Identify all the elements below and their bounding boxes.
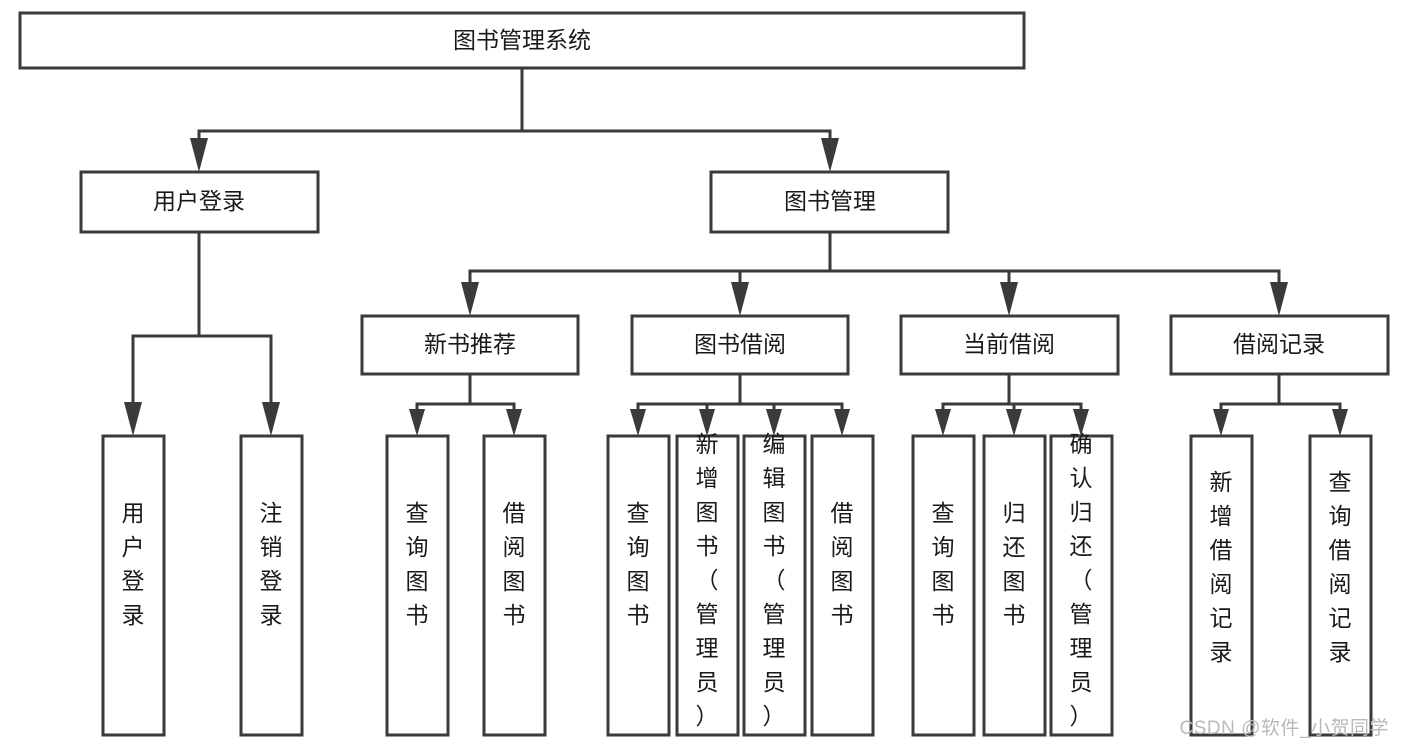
- node-leaf-query-book-2-box[interactable]: [606, 434, 671, 737]
- node-leaf-query-book-3-label: 查询图书: [932, 500, 955, 628]
- node-current-borrow-label: 当前借阅: [963, 331, 1055, 357]
- node-current-borrow[interactable]: 当前借阅: [899, 314, 1120, 376]
- node-book-manage-label: 图书管理: [784, 188, 876, 214]
- node-root[interactable]: 图书管理系统: [18, 11, 1026, 70]
- node-leaf-query-book-1-label: 查询图书: [406, 500, 429, 628]
- arrow-to-leaf-borrow-book-2: [834, 409, 850, 436]
- node-leaf-borrow-book-2-label: 借阅图书: [831, 500, 854, 628]
- node-leaf-return-book[interactable]: 归还图书: [982, 434, 1047, 737]
- arrow-to-leaf-user-login: [124, 402, 142, 436]
- node-leaf-edit-book-label: 编辑图书（管理员）: [763, 431, 786, 729]
- node-leaf-return-book-label: 归还图书: [1003, 500, 1026, 628]
- node-leaf-edit-book-box[interactable]: [742, 434, 807, 737]
- arrow-to-leaf-user-logout: [262, 402, 280, 436]
- node-leaf-user-login[interactable]: 用户登录: [101, 434, 166, 737]
- node-leaf-borrow-book-1-label: 借阅图书: [503, 500, 526, 628]
- node-leaf-user-logout[interactable]: 注销登录: [239, 434, 304, 737]
- node-leaf-borrow-book-2[interactable]: 借阅图书: [810, 434, 875, 737]
- node-leaf-confirm-return-box[interactable]: [1049, 434, 1114, 737]
- node-leaf-add-book-box[interactable]: [675, 434, 740, 737]
- csdn-watermark: CSDN @软件_小贺同学: [1179, 718, 1389, 739]
- node-leaf-return-book-box[interactable]: [982, 434, 1047, 737]
- arrow-to-leaf-borrow-book-1: [506, 409, 522, 436]
- node-leaf-query-record-box[interactable]: [1308, 434, 1373, 737]
- arrow-to-new-book-recommend: [461, 282, 479, 316]
- node-borrow-record[interactable]: 借阅记录: [1169, 314, 1390, 376]
- node-root-label: 图书管理系统: [453, 27, 591, 53]
- node-leaf-user-logout-label: 注销登录: [260, 500, 283, 628]
- node-leaf-add-record-label: 新增借阅记录: [1210, 469, 1233, 665]
- arrow-to-current-borrow: [1000, 282, 1018, 316]
- node-user-login-box[interactable]: [79, 170, 320, 234]
- node-leaf-edit-book[interactable]: 编辑图书（管理员）: [742, 431, 807, 737]
- arrow-to-leaf-query-record: [1332, 409, 1348, 436]
- node-leaf-user-login-box[interactable]: [101, 434, 166, 737]
- arrow-to-leaf-return-book: [1006, 409, 1022, 436]
- node-leaf-add-record-box[interactable]: [1189, 434, 1254, 737]
- node-current-borrow-box[interactable]: [899, 314, 1120, 376]
- node-leaf-confirm-return-label: 确认归还（管理员）: [1070, 431, 1093, 729]
- node-leaf-add-record[interactable]: 新增借阅记录: [1189, 434, 1254, 737]
- node-borrow-record-label: 借阅记录: [1233, 331, 1325, 357]
- node-leaf-query-record[interactable]: 查询借阅记录: [1308, 434, 1373, 737]
- arrow-root-to-book-manage: [821, 138, 839, 172]
- node-user-login-label: 用户登录: [153, 188, 245, 214]
- node-leaf-user-login-label: 用户登录: [122, 500, 145, 628]
- node-book-manage[interactable]: 图书管理: [709, 170, 950, 234]
- node-leaf-borrow-book-1-box[interactable]: [482, 434, 547, 737]
- node-book-manage-box[interactable]: [709, 170, 950, 234]
- connector-layer: [124, 66, 1348, 436]
- arrow-to-leaf-query-book-3: [935, 409, 951, 436]
- node-book-borrow[interactable]: 图书借阅: [630, 314, 850, 376]
- node-user-login[interactable]: 用户登录: [79, 170, 320, 234]
- node-leaf-query-record-label: 查询借阅记录: [1329, 469, 1352, 665]
- arrow-to-borrow-record: [1270, 282, 1288, 316]
- node-root-box[interactable]: [18, 11, 1026, 70]
- node-leaf-query-book-1-box[interactable]: [385, 434, 450, 737]
- arrow-root-to-user-login: [190, 138, 208, 172]
- node-leaf-query-book-1[interactable]: 查询图书: [385, 434, 450, 737]
- arrow-to-book-borrow: [731, 282, 749, 316]
- node-leaf-query-book-2[interactable]: 查询图书: [606, 434, 671, 737]
- node-book-borrow-box[interactable]: [630, 314, 850, 376]
- arrow-to-leaf-add-book: [699, 409, 715, 436]
- node-leaf-query-book-2-label: 查询图书: [627, 500, 650, 628]
- node-new-book-recommend[interactable]: 新书推荐: [360, 314, 580, 376]
- node-new-book-recommend-label: 新书推荐: [424, 331, 516, 357]
- arrow-to-leaf-confirm-return: [1073, 409, 1089, 436]
- node-borrow-record-box[interactable]: [1169, 314, 1390, 376]
- node-book-borrow-label: 图书借阅: [694, 331, 786, 357]
- arrow-to-leaf-query-book-1: [409, 409, 425, 436]
- node-leaf-query-book-3-box[interactable]: [911, 434, 976, 737]
- node-leaf-add-book-label: 新增图书（管理员）: [696, 431, 719, 729]
- node-leaf-add-book[interactable]: 新增图书（管理员）: [675, 431, 740, 737]
- arrow-to-leaf-edit-book: [766, 409, 782, 436]
- node-leaf-user-logout-box[interactable]: [239, 434, 304, 737]
- arrow-to-leaf-add-record: [1213, 409, 1229, 436]
- node-leaf-borrow-book-2-box[interactable]: [810, 434, 875, 737]
- node-new-book-recommend-box[interactable]: [360, 314, 580, 376]
- node-leaf-borrow-book-1[interactable]: 借阅图书: [482, 434, 547, 737]
- arrow-to-leaf-query-book-2: [630, 409, 646, 436]
- node-leaf-query-book-3[interactable]: 查询图书: [911, 434, 976, 737]
- node-leaf-confirm-return[interactable]: 确认归还（管理员）: [1049, 431, 1114, 737]
